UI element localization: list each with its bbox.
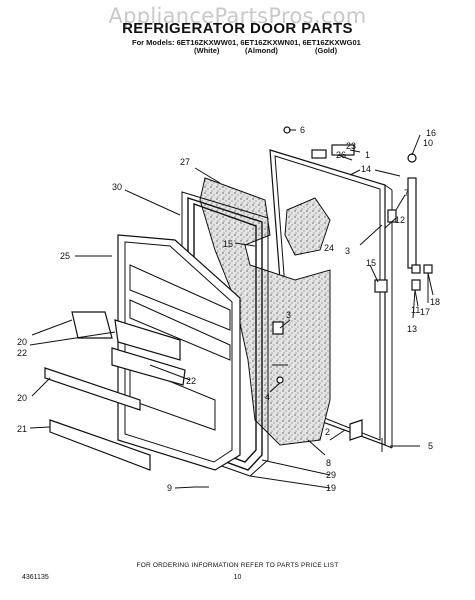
color-white-label: (White)	[194, 46, 220, 55]
callout-20a: 20	[17, 337, 27, 347]
callout-22b: 22	[186, 376, 196, 386]
callout-29: 29	[326, 470, 336, 480]
ordering-note: FOR ORDERING INFORMATION REFER TO PARTS …	[136, 562, 339, 569]
callout-3b: 3	[286, 310, 291, 320]
callout-27: 27	[180, 157, 190, 167]
callout-18: 18	[430, 297, 440, 307]
callout-14: 14	[361, 164, 371, 174]
document-code: 4361135	[22, 574, 49, 581]
callout-6: 6	[300, 125, 305, 135]
callout-21: 21	[17, 424, 27, 434]
callout-15b: 15	[366, 258, 376, 268]
callout-20b: 20	[17, 393, 27, 403]
callout-4: 4	[265, 392, 270, 402]
leader-lines	[29, 129, 434, 489]
callout-23: 23	[346, 141, 356, 151]
callout-1: 1	[365, 150, 370, 160]
page-number: 10	[233, 574, 242, 581]
callout-22a: 22	[17, 348, 27, 358]
door-foam-insulation	[199, 177, 331, 446]
callout-9: 9	[167, 483, 172, 493]
callout-16: 16	[426, 128, 436, 138]
callout-19: 19	[326, 483, 336, 493]
model-list: For Models: 6ET16ZKXWW01, 6ET16ZKXWN01, …	[132, 38, 361, 47]
callout-10: 10	[423, 138, 433, 148]
page-title: REFRIGERATOR DOOR PARTS	[122, 20, 353, 37]
callout-11: 11	[411, 305, 420, 315]
callout-5: 5	[428, 441, 433, 451]
door-shelves	[44, 311, 186, 471]
callout-24: 24	[324, 243, 334, 253]
callout-30: 30	[112, 182, 122, 192]
callout-7: 7	[404, 188, 409, 198]
callout-17: 17	[420, 307, 430, 317]
callout-3a: 3	[345, 246, 350, 256]
callout-8: 8	[326, 458, 331, 468]
color-almond-label: (Almond)	[245, 46, 278, 55]
callout-13: 13	[407, 324, 417, 334]
callout-25: 25	[60, 251, 70, 261]
callout-2: 2	[325, 427, 330, 437]
callout-12: 12	[395, 215, 405, 225]
color-gold-label: (Gold)	[315, 46, 338, 55]
callout-labels: 1 2 3 3 4 5 6 7 8 9 10 11 12 13 14 15 15…	[17, 125, 440, 493]
watermark: AppliancePartsPros.com	[108, 4, 367, 28]
callout-15a: 15	[223, 239, 233, 249]
callout-26: 26	[336, 150, 346, 160]
hinge-and-handle-parts	[100, 126, 433, 488]
